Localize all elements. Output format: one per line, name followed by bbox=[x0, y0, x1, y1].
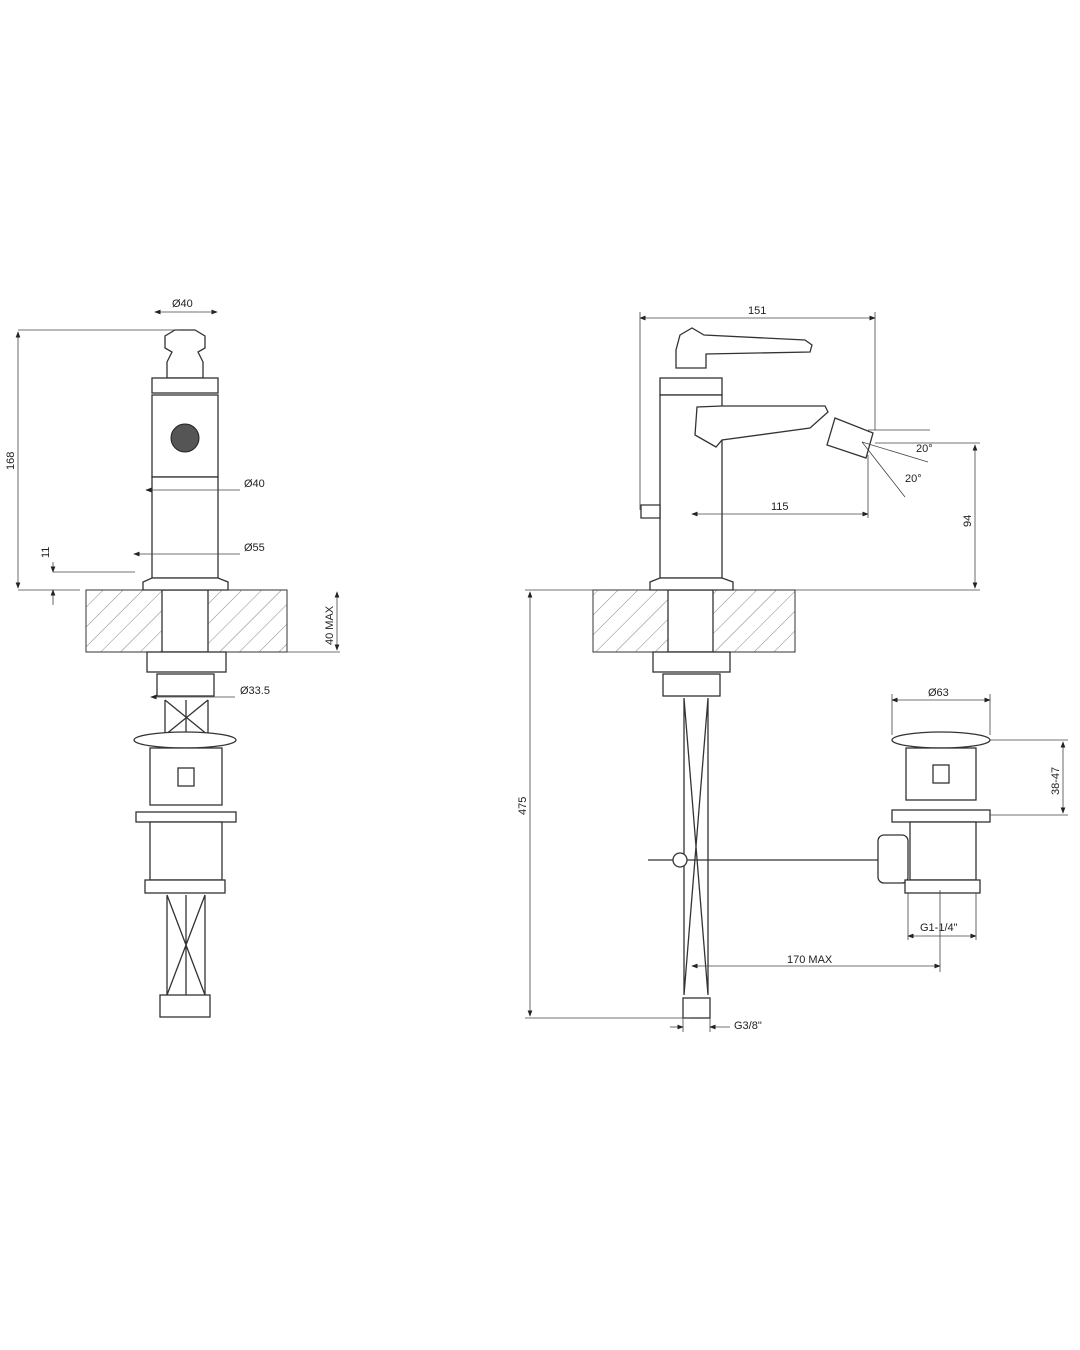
dim-angle-2: 20° bbox=[905, 473, 922, 485]
hex-nut bbox=[156, 673, 215, 697]
dim-hose-thread: G3/8" bbox=[734, 1020, 762, 1032]
dim-base-height: 11 bbox=[40, 547, 52, 558]
dim-drain-height: 38-47 bbox=[1050, 767, 1062, 795]
drain-body bbox=[149, 747, 223, 806]
drain-body bbox=[905, 747, 977, 801]
spout bbox=[694, 405, 829, 448]
dim-height: 168 bbox=[5, 452, 17, 470]
flex-hoses-lower bbox=[166, 894, 206, 996]
dim-drain-thread: G1-1/4" bbox=[920, 922, 958, 934]
dim-body-diameter: Ø40 bbox=[244, 478, 265, 490]
dimensions: Ø40 168 11 Ø40 Ø55 40 MAX Ø33.5 bbox=[5, 298, 340, 700]
hose-fittings bbox=[159, 994, 211, 1018]
shank bbox=[161, 589, 209, 653]
dim-shank-diameter: Ø33.5 bbox=[240, 685, 270, 697]
base-flange bbox=[649, 577, 734, 591]
popup-knob bbox=[640, 504, 661, 519]
hose-fitting bbox=[682, 997, 711, 1019]
base-flange bbox=[142, 577, 229, 591]
nozzle-face bbox=[170, 423, 200, 453]
side-view: 151 115 20° 20° 94 475 Ø63 38-47 G1-1/4" bbox=[517, 305, 1068, 1032]
dim-spout-reach: 115 bbox=[771, 501, 789, 513]
cap-ring bbox=[151, 377, 219, 394]
dim-top-diameter: Ø40 bbox=[172, 298, 193, 310]
dim-spout-height: 94 bbox=[962, 515, 974, 527]
dim-deck-thickness: 40 MAX bbox=[324, 605, 336, 645]
dim-total-height: 475 bbox=[517, 797, 529, 815]
drain-cap bbox=[133, 731, 237, 749]
drain-thread bbox=[144, 879, 226, 894]
drain-cap bbox=[891, 731, 991, 749]
dim-base-diameter: Ø55 bbox=[244, 542, 265, 554]
flex-hoses bbox=[164, 699, 209, 736]
flex-hose bbox=[683, 697, 709, 996]
drain-lower bbox=[149, 821, 223, 881]
front-view: Ø40 168 11 Ø40 Ø55 40 MAX Ø33.5 bbox=[5, 298, 340, 1018]
drain-lever-connector bbox=[877, 834, 909, 884]
lever-handle bbox=[675, 327, 813, 369]
drain-flange bbox=[135, 811, 237, 823]
handle-knob bbox=[164, 329, 206, 379]
dim-overall-length: 151 bbox=[748, 305, 766, 317]
dim-angle-1: 20° bbox=[916, 443, 933, 455]
body bbox=[151, 476, 219, 579]
bidet-nozzle bbox=[826, 417, 874, 459]
dim-rod-length: 170 MAX bbox=[787, 954, 833, 966]
dim-drain-diameter: Ø63 bbox=[928, 687, 949, 699]
dimensions: 151 115 20° 20° 94 475 Ø63 38-47 G1-1/4" bbox=[517, 305, 1068, 1032]
lock-nut bbox=[146, 651, 227, 673]
cap-ring bbox=[659, 377, 723, 396]
